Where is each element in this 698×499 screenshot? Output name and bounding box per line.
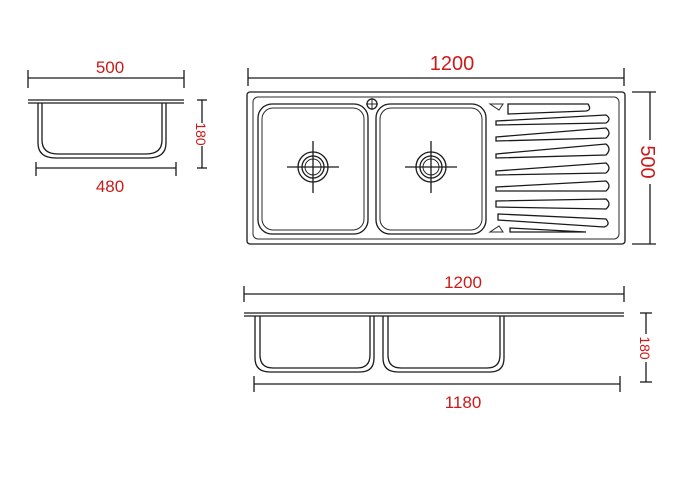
top-width-dimension: 500 xyxy=(632,91,658,245)
left-bowl xyxy=(257,103,369,235)
side-depth-label: 180 xyxy=(193,122,209,146)
front-inner-length-dimension: 1180 xyxy=(253,376,621,412)
sink-top-inner-rim xyxy=(252,96,620,240)
top-width-label: 500 xyxy=(636,145,658,178)
front-left-bowl xyxy=(254,316,375,373)
side-bowl-outline xyxy=(28,99,184,159)
tap-hole-icon xyxy=(366,98,378,110)
side-bottom-label: 480 xyxy=(96,177,124,196)
side-width-dimension: 500 xyxy=(27,58,185,88)
drainboard-ribs xyxy=(488,103,610,233)
front-length-label: 1200 xyxy=(444,273,482,292)
front-depth-label: 180 xyxy=(637,336,653,360)
side-view: 500 180 480 xyxy=(27,58,209,196)
front-length-dimension: 1200 xyxy=(243,273,625,302)
front-right-bowl xyxy=(382,316,505,373)
side-depth-dimension: 180 xyxy=(193,99,209,169)
front-depth-dimension: 180 xyxy=(637,312,653,383)
right-drain-icon xyxy=(405,141,457,193)
side-width-label: 500 xyxy=(96,58,124,77)
front-view: 1200 180 1180 xyxy=(243,273,653,412)
front-inner-length-label: 1180 xyxy=(445,393,482,412)
side-bottom-dimension: 480 xyxy=(35,162,177,196)
top-length-dimension: 1200 xyxy=(247,53,625,86)
left-drain-icon xyxy=(287,141,339,193)
top-view: 1200 xyxy=(246,53,658,245)
right-bowl xyxy=(375,103,487,235)
top-length-label: 1200 xyxy=(430,53,475,75)
sink-top-outline xyxy=(246,91,626,245)
